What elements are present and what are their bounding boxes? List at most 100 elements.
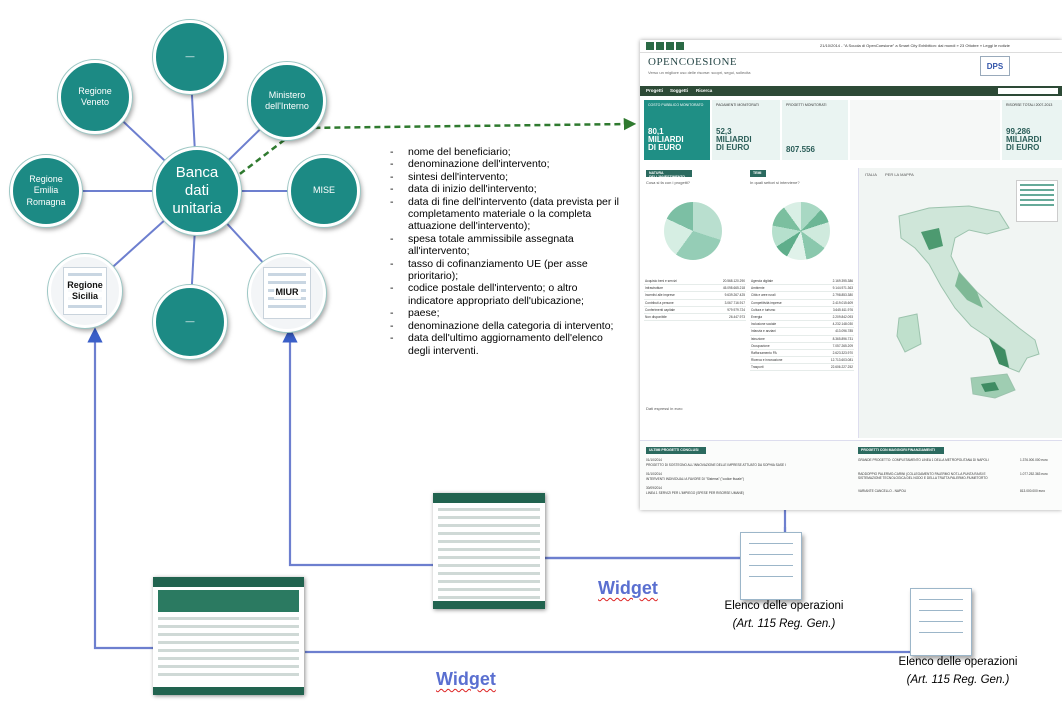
stat-value: 99,286 MILIARDI DI EURO <box>1006 127 1042 152</box>
site-news: 21/10/2014 - "A Scuola di OpenCoesione" … <box>820 43 1010 48</box>
dps-logo: DPS <box>980 56 1010 76</box>
footer-left-item: PROGETTO DI SOSTEGNO ALL'INNOVAZIONE DEL… <box>646 463 786 467</box>
footer-left-item: LINEA 1 SERVIZI PER L'IMPIEGO (SPESE PER… <box>646 491 744 495</box>
node-miur: MIUR <box>248 254 326 332</box>
site-tagline: Verso un migliore uso delle risorse: sco… <box>648 70 751 75</box>
elenco-title: Elenco delle operazioni <box>724 600 844 612</box>
widget-label-2: Widget <box>436 669 496 689</box>
elenco-ref: (Art. 115 Reg. Gen.) <box>732 618 836 630</box>
elenco-ref: (Art. 115 Reg. Gen.) <box>906 674 1010 686</box>
node-regione-emilia-romagna: Regione Emilia Romagna <box>10 155 82 227</box>
stat-label: RISORSE TOTALI 2007-2013 <box>1006 103 1053 107</box>
field-item: paese; <box>388 307 620 320</box>
stat-label: PAGAMENTI MONITORATI <box>716 103 759 107</box>
italy-map <box>896 205 1040 399</box>
footer-right-item: VARIANTE CANCELLO - NAPOLI <box>858 489 907 493</box>
node-mise: MISE <box>288 155 360 227</box>
elenco-operazioni-1: Elenco delle operazioni (Art. 115 Reg. G… <box>724 600 844 630</box>
widget-thumbnail-1 <box>433 493 545 609</box>
node-ministero-interno: Ministero dell'Interno <box>248 62 326 140</box>
node-regione-sicilia: Regione Sicilia <box>48 254 122 328</box>
nav-soggetti: Soggetti <box>670 88 688 93</box>
node-bottom: — <box>153 285 227 359</box>
footer-right-item: GRANDE PROGETTO: COMPLETAMENTO LINEA 1 D… <box>858 458 989 462</box>
field-item: nome del beneficiario; <box>388 146 620 159</box>
stat-value: 807.556 <box>786 145 815 154</box>
sicilia-label: Regione Sicilia <box>65 279 105 303</box>
footer-right-value: 813.000.000 euro <box>1020 489 1045 493</box>
pie-temi <box>772 202 830 260</box>
stat-value: 52,3 MILIARDI DI EURO <box>716 127 752 152</box>
widget-thumbnail-2 <box>153 577 304 695</box>
stat-pagamenti: PAGAMENTI MONITORATI 52,3 MILIARDI DI EU… <box>712 100 780 160</box>
question-2: In quali settori si interviene? <box>750 180 800 185</box>
question-1: Cosa si fa con i progetti? <box>646 180 691 185</box>
footer-left-item: INTERVENTI INDIVIDUALI A FAVORE DI "Sist… <box>646 477 744 481</box>
field-item: sintesi dell'intervento; <box>388 171 620 184</box>
site-brand: OPENCOESIONE <box>648 56 738 68</box>
stat-description <box>850 100 1000 160</box>
video-icon <box>666 42 674 50</box>
footer-right-item: RADDOPPIO PALERMO-CARINI (COLLEGAMENTO P… <box>858 472 988 480</box>
elenco-title: Elenco delle operazioni <box>898 656 1018 668</box>
footer-right-value: 1.077.252.363 euro <box>1020 472 1048 476</box>
twitter-icon <box>656 42 664 50</box>
elenco-operazioni-2: Elenco delle operazioni (Art. 115 Reg. G… <box>898 656 1018 686</box>
field-item: data di fine dell'intervento (data previ… <box>388 196 620 233</box>
footer-left-title: ULTIMI PROGETTI CONCLUSI <box>646 447 706 454</box>
footer-left-item: 01/10/2014 <box>646 472 662 476</box>
field-item: spesa totale ammissibile assegnata all'i… <box>388 233 620 258</box>
stat-value: 80,1 MILIARDI DI EURO <box>648 127 684 152</box>
widget-header <box>153 577 304 587</box>
widget-label-1: Widget <box>598 578 658 598</box>
map-tab-italia: ITALIA <box>865 172 877 177</box>
site-search <box>998 88 1058 94</box>
site-topbar: 21/10/2014 - "A Scuola di OpenCoesione" … <box>640 40 1062 53</box>
field-item: denominazione dell'intervento; <box>388 158 620 171</box>
nav-ricerca: Ricerca <box>696 88 713 93</box>
hub-center-node: Banca dati unitaria <box>153 147 241 235</box>
stat-costo: COSTO PUBBLICO MONITORATO 80,1 MILIARDI … <box>644 100 710 160</box>
field-item: codice postale dell'intervento; o altro … <box>388 282 620 307</box>
node-regione-veneto: Regione Veneto <box>58 60 132 134</box>
miur-label: MIUR <box>273 287 301 299</box>
footer-right-value: 1.376.000.000 euro <box>1020 458 1048 462</box>
footer-left-item: 01/10/2014 <box>646 458 662 462</box>
map-tab-mappa: PER LA MAPPA <box>885 172 914 177</box>
stat-label: PROGETTI MONITORATI <box>786 103 827 107</box>
field-item: data di inizio dell'intervento; <box>388 183 620 196</box>
node-top: — <box>153 20 227 94</box>
stat-label: COSTO PUBBLICO MONITORATO <box>648 103 704 107</box>
email-icon <box>646 42 654 50</box>
stat-progetti: PROGETTI MONITORATI 807.556 <box>782 100 848 160</box>
field-item: data dell'ultimo aggiornamento dell'elen… <box>388 332 620 357</box>
footer-right-title: PROGETTI CON MAGGIORI FINANZIAMENTI <box>858 447 944 454</box>
section-natura: NATURA DELL'INVESTIMENTO <box>646 170 692 179</box>
document-icon-1 <box>740 532 802 600</box>
section-temi: TEMI <box>750 170 766 177</box>
widget-header <box>433 493 545 503</box>
map-legend <box>1016 180 1058 222</box>
rss-icon <box>676 42 684 50</box>
footer-left-item: 30/09/2014 <box>646 486 662 490</box>
field-item: denominazione della categoria di interve… <box>388 320 620 333</box>
site-footer: ULTIMI PROGETTI CONCLUSI PROGETTI CON MA… <box>640 440 1062 510</box>
